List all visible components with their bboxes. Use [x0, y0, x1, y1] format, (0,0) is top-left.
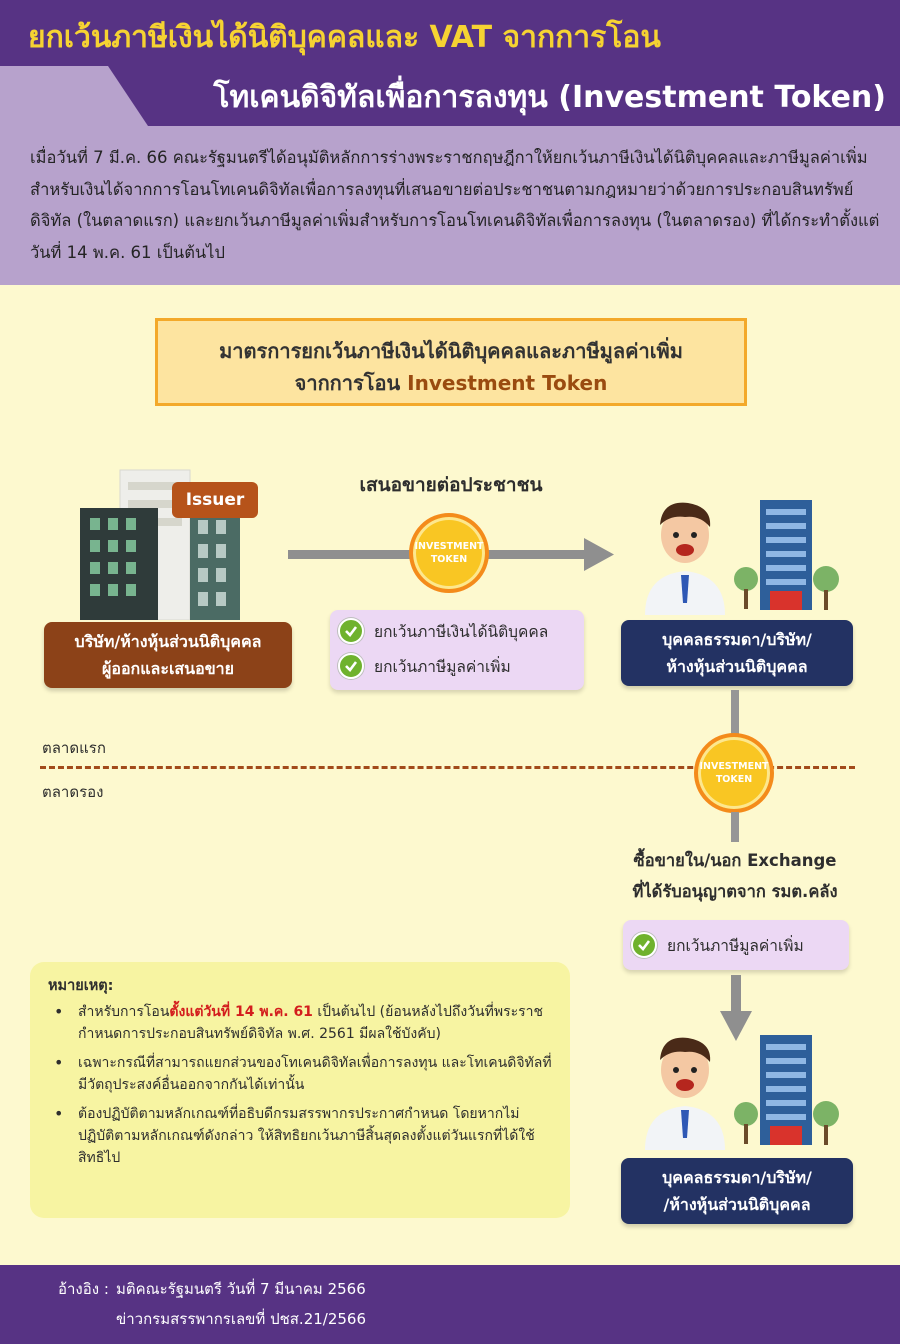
check-icon [338, 618, 364, 644]
issuer-label: บริษัท/ห้างหุ้นส่วนนิติบุคคล ผู้ออกและเส… [44, 622, 292, 688]
reference-item: มติคณะรัฐมนตรี วันที่ 7 มีนาคม 2566 [116, 1280, 366, 1298]
benefit-row: ยกเว้นภาษีเงินได้นิติบุคคล [338, 616, 548, 646]
measure-title-accent: Investment Token [407, 371, 608, 395]
footer: อ้างอิง : มติคณะรัฐมนตรี วันที่ 7 มีนาคม… [0, 1265, 900, 1344]
header-top-band [0, 0, 900, 66]
buyer-label-primary: บุคคลธรรมดา/บริษัท/ ห้างหุ้นส่วนนิติบุคค… [621, 620, 853, 686]
exchange-line-2: ที่ได้รับอนุญาตจาก รมต.คลัง [632, 882, 838, 901]
investor-person-icon [645, 500, 839, 615]
investor-person-icon [645, 1035, 839, 1150]
benefit-row: ยกเว้นภาษีมูลค่าเพิ่ม [338, 651, 511, 681]
buyer-label-line-1: บุคคลธรรมดา/บริษัท/ [662, 630, 812, 649]
token-line-1: INVESTMENT [699, 761, 769, 772]
token-line-1: INVESTMENT [414, 541, 484, 552]
note-item: สำหรับการโอนตั้งแต่วันที่ 14 พ.ค. 61 เป็… [48, 1001, 552, 1045]
offer-title: เสนอขายต่อประชาชน [359, 474, 543, 496]
secondary-market-label: ตลาดรอง [42, 783, 104, 801]
benefit-vat: ยกเว้นภาษีมูลค่าเพิ่ม [374, 657, 511, 676]
note-box: หมายเหตุ: สำหรับการโอนตั้งแต่วันที่ 14 พ… [30, 962, 570, 1218]
measure-title-prefix: จากการโอน [294, 371, 408, 395]
page-subtitle: โทเคนดิจิทัลเพื่อการลงทุน (Investment To… [213, 80, 886, 115]
benefit-vat-secondary: ยกเว้นภาษีมูลค่าเพิ่ม [667, 936, 804, 955]
buyer-label-line-2: ห้างหุ้นส่วนนิติบุคคล [666, 657, 808, 676]
note-item: เฉพาะกรณีที่สามารถแยกส่วนของโทเคนดิจิทัล… [48, 1052, 552, 1096]
exchange-line-1: ซื้อขายใน/นอก Exchange [633, 851, 837, 870]
token-line-2: TOKEN [715, 774, 753, 785]
investment-token-icon: INVESTMENT TOKEN [694, 733, 774, 813]
buyer-label-line-1: บุคคลธรรมดา/บริษัท/ [662, 1168, 812, 1187]
note-item-1-prefix: สำหรับการโอน [78, 1004, 170, 1020]
benefit-corporate-tax: ยกเว้นภาษีเงินได้นิติบุคคล [374, 622, 549, 641]
reference-item: ข่าวกรมสรรพากรเลขที่ ปชส.21/2566 [116, 1310, 367, 1328]
measure-title-line-1: มาตรการยกเว้นภาษีเงินได้นิติบุคคลและภาษี… [219, 339, 683, 363]
note-item-1-suffix: เป็นต้นไป (ย้อนหลังไปถึงวันที่พระราชกำหน… [78, 1004, 544, 1042]
note-item-1-highlight: ตั้งแต่วันที่ 14 พ.ค. 61 [169, 1004, 313, 1020]
exchange-description: ซื้อขายใน/นอก Exchange ที่ได้รับอนุญาตจา… [600, 845, 870, 907]
benefit-row: ยกเว้นภาษีมูลค่าเพิ่ม [631, 930, 804, 960]
note-list: สำหรับการโอนตั้งแต่วันที่ 14 พ.ค. 61 เป็… [48, 1001, 552, 1169]
measure-title-line-2: จากการโอน Investment Token [158, 367, 744, 399]
arrow-down-icon [720, 975, 752, 1041]
note-title: หมายเหตุ: [48, 978, 114, 994]
note-item: ต้องปฏิบัติตามหลักเกณฑ์ที่อธิบดีกรมสรรพา… [48, 1103, 552, 1169]
intro-paragraph: เมื่อวันที่ 7 มี.ค. 66 คณะรัฐมนตรีได้อนุ… [30, 148, 880, 262]
issuer-badge: Issuer [172, 482, 258, 518]
issuer-label-line-1: บริษัท/ห้างหุ้นส่วนนิติบุคคล [74, 632, 262, 651]
buyer-label-secondary: บุคคลธรรมดา/บริษัท/ /ห้างหุ้นส่วนนิติบุค… [621, 1158, 853, 1224]
header-second-band [108, 66, 900, 126]
header-section: ยกเว้นภาษีเงินได้นิติบุคคลและ VAT จากการ… [0, 0, 900, 285]
page-title: ยกเว้นภาษีเงินได้นิติบุคคลและ VAT จากการ… [28, 20, 661, 55]
primary-market-label: ตลาดแรก [42, 739, 106, 757]
investment-token-icon: INVESTMENT TOKEN [409, 513, 489, 593]
check-icon [338, 653, 364, 679]
buyer-label-line-2: /ห้างหุ้นส่วนนิติบุคคล [663, 1195, 811, 1214]
issuer-label-line-2: ผู้ออกและเสนอขาย [101, 659, 235, 678]
flow-connector [731, 812, 739, 842]
secondary-benefit-box: ยกเว้นภาษีมูลค่าเพิ่ม [623, 920, 849, 970]
primary-benefits-box: ยกเว้นภาษีเงินได้นิติบุคคล ยกเว้นภาษีมูล… [330, 610, 584, 690]
issuer-buildings-icon [80, 469, 240, 620]
measure-title-box: มาตรการยกเว้นภาษีเงินได้นิติบุคคลและภาษี… [155, 318, 747, 406]
token-line-2: TOKEN [430, 554, 468, 565]
market-divider [40, 766, 855, 769]
reference-label: อ้างอิง : [58, 1280, 109, 1298]
flow-connector [731, 690, 739, 738]
check-icon [631, 932, 657, 958]
